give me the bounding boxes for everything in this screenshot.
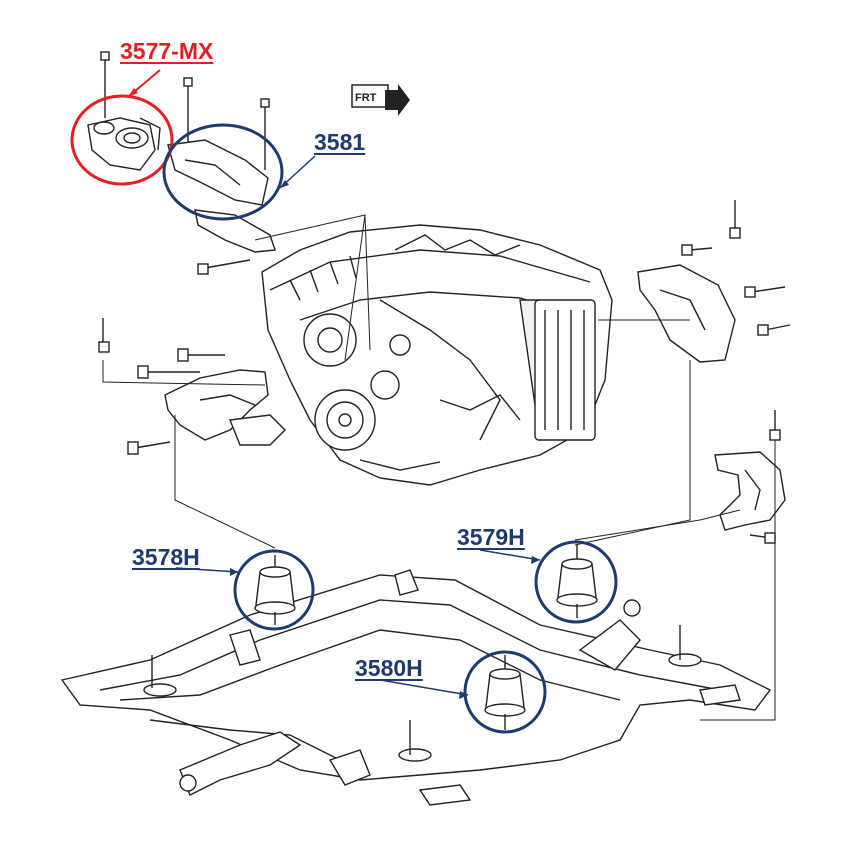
engine-block [261,224,613,486]
right-engine-bracket [637,200,791,363]
front-indicator-text: FRT [355,92,377,104]
lower-right-bracket [714,410,786,544]
part-label-3579h[interactable]: 3579H [457,524,525,550]
mount-3580h-part [484,655,526,730]
leader-lines [102,214,776,721]
part-label-3577-mx[interactable]: 3577-MX [120,38,214,64]
upper-bracket-part [167,77,276,275]
left-engine-bracket [98,318,286,455]
part-label-3580h[interactable]: 3580H [355,655,423,681]
highlight-circle-3581 [162,123,316,221]
front-direction-icon: FRT [351,84,410,116]
highlight-circle-3580h [379,650,547,734]
part-label-3578h[interactable]: 3578H [132,544,200,570]
part-label-3581[interactable]: 3581 [314,129,366,155]
highlight-circle-3577 [70,69,174,186]
highlight-circle-3578h [175,549,315,631]
highlight-circle-3579h [479,540,618,624]
mount-3578h-part [254,555,296,625]
subframe-cradle [60,569,772,806]
upper-mount-part [87,51,161,171]
mount-3579h-part [556,545,598,618]
